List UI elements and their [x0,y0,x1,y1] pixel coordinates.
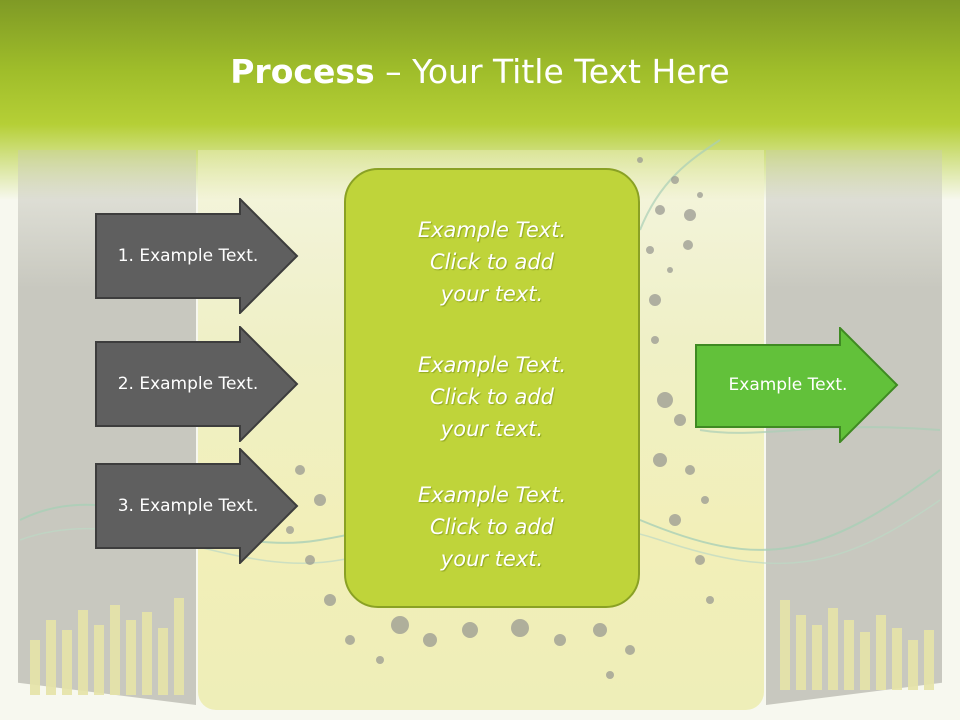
center-line: your text. [440,417,544,441]
output-arrow-label: Example Text. [728,375,848,395]
center-line: Example Text. [417,353,567,377]
arrow-shape [95,198,299,314]
input-arrow-label: 1. Example Text. [117,246,259,266]
center-text-block-3: Example Text. Click to add your text. [346,479,638,575]
input-arrow-1: 1. Example Text. [95,198,299,314]
arrow-shape [95,326,299,442]
center-line: Click to add [429,385,554,409]
input-arrow-label: 3. Example Text. [117,496,259,516]
title-bold: Process [230,52,375,91]
center-text-block-2: Example Text. Click to add your text. [346,349,638,445]
slide-title: Process – Your Title Text Here [0,52,960,91]
arrow-shape [95,448,299,564]
center-line: your text. [440,547,544,571]
arrow-shape [695,327,899,443]
center-line: Example Text. [417,483,567,507]
input-arrow-2: 2. Example Text. [95,326,299,442]
input-arrow-3: 3. Example Text. [95,448,299,564]
title-rest: – Your Title Text Here [374,52,730,91]
input-arrow-label: 2. Example Text. [117,374,259,394]
output-arrow: Example Text. [695,327,899,443]
center-line: Click to add [429,250,554,274]
center-box: Example Text. Click to add your text. Ex… [344,168,640,608]
center-line: Example Text. [417,218,567,242]
center-line: Click to add [429,515,554,539]
center-text-block-1: Example Text. Click to add your text. [346,214,638,310]
center-line: your text. [440,282,544,306]
